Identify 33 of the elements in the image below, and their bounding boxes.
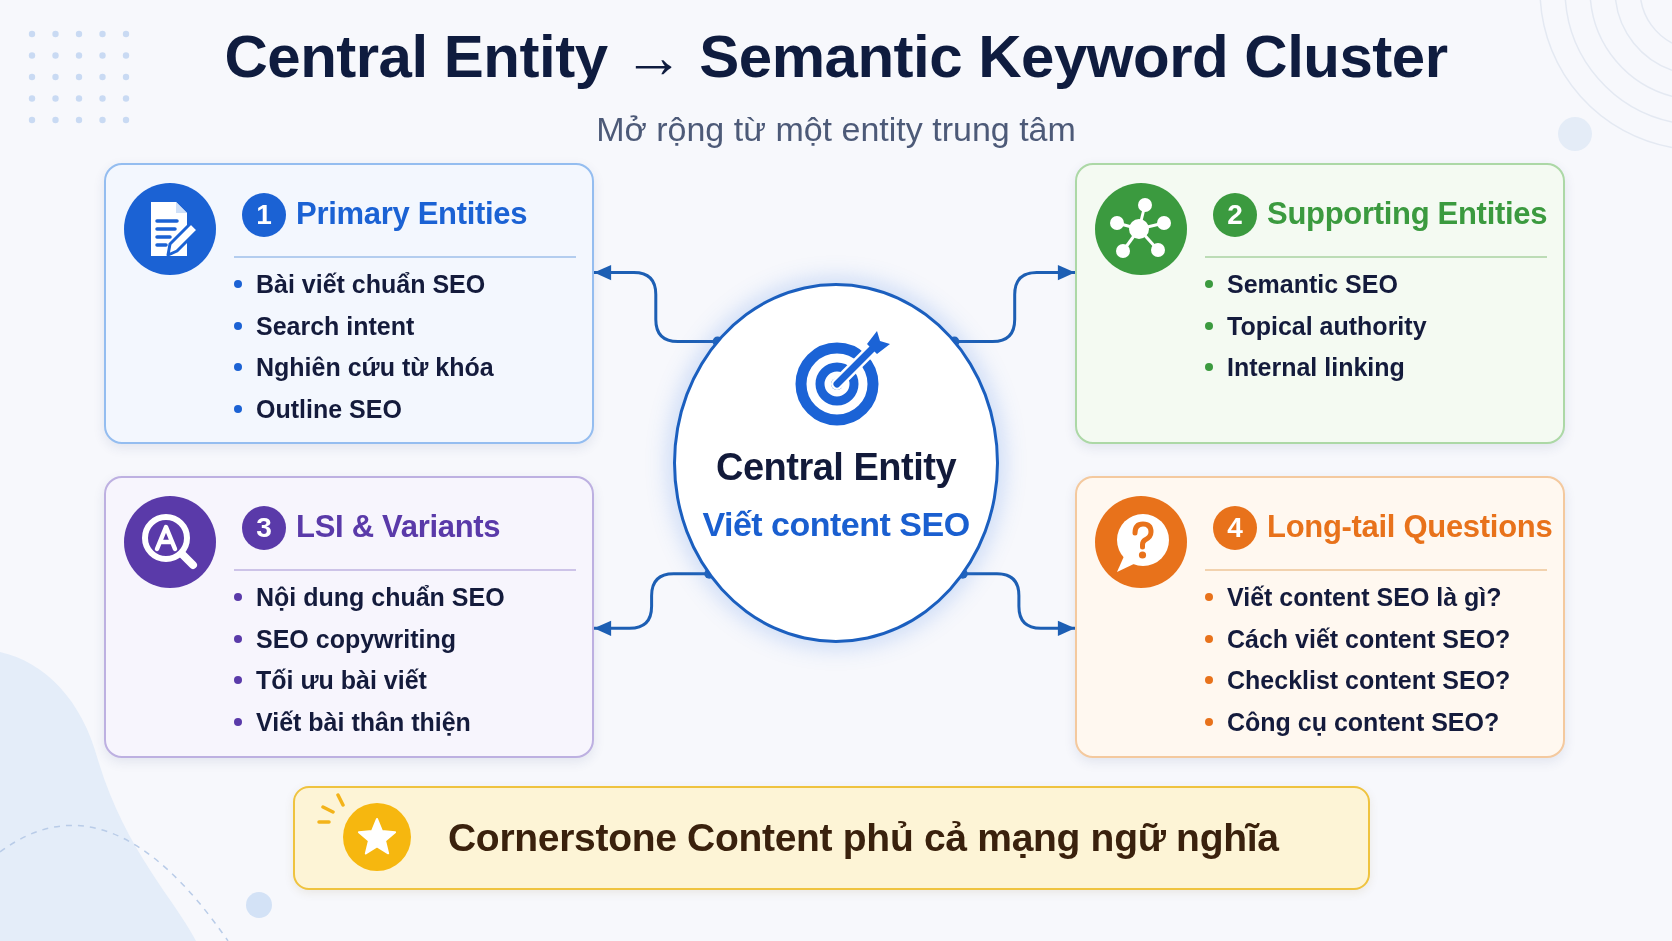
category-card xyxy=(104,476,594,758)
number-badge: 1 xyxy=(242,193,286,237)
number-badge: 3 xyxy=(242,506,286,550)
list-item: Công cụ content SEO? xyxy=(1205,706,1500,737)
list-item: Bài viết chuẩn SEO xyxy=(234,269,486,299)
list-item: Semantic SEO xyxy=(1205,269,1398,299)
card-heading: LSI & Variants xyxy=(296,509,501,545)
list-item: Nghiên cứu từ khóa xyxy=(234,352,494,382)
list-item: Internal linking xyxy=(1205,352,1405,382)
list-item: Outline SEO xyxy=(234,393,402,424)
center-title: Central Entity xyxy=(716,445,956,490)
number-badge: 4 xyxy=(1213,506,1257,550)
list-item: Viết bài thân thiện xyxy=(234,706,471,737)
card-heading: Supporting Entities xyxy=(1267,196,1548,232)
center-subtitle: Viết content SEO xyxy=(702,504,970,545)
list-item: Cách viết content SEO? xyxy=(1205,623,1511,654)
list-item: Search intent xyxy=(234,310,415,341)
category-card xyxy=(104,163,594,444)
list-item: Topical authority xyxy=(1205,310,1427,341)
card-heading: Long-tail Questions xyxy=(1267,509,1553,545)
subtitle: Mở rộng từ một entity trung tâm xyxy=(596,110,1076,150)
list-item: Checklist content SEO? xyxy=(1205,665,1511,695)
category-card xyxy=(1075,163,1565,444)
list-item: Tối ưu bài viết xyxy=(234,665,427,695)
highlight-banner xyxy=(293,786,1370,890)
category-card xyxy=(1075,476,1565,758)
title: Central Entity → Semantic Keyword Cluster xyxy=(224,22,1448,91)
card-heading: Primary Entities xyxy=(296,196,528,232)
list-item: Viết content SEO là gì? xyxy=(1205,582,1502,612)
list-item: Nội dung chuẩn SEO xyxy=(234,582,505,612)
number-badge: 2 xyxy=(1213,193,1257,237)
banner-text: Cornerstone Content phủ cả mạng ngữ nghĩa xyxy=(448,815,1279,861)
list-item: SEO copywriting xyxy=(234,623,457,654)
